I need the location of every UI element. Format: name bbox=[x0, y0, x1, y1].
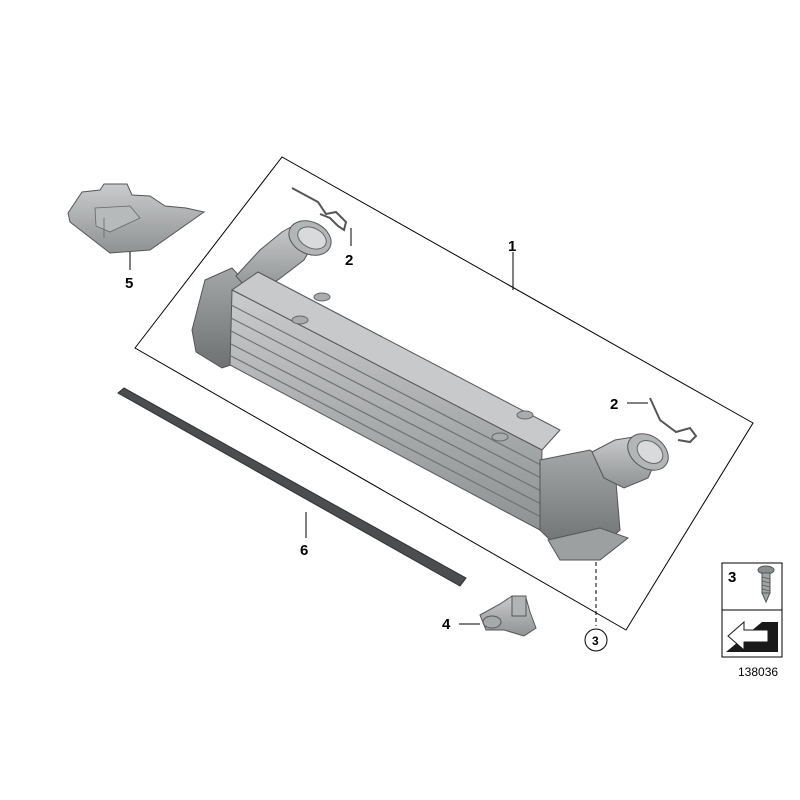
callout-2-top: 2 bbox=[345, 252, 353, 269]
legend-screw-number: 3 bbox=[728, 569, 736, 586]
screw-icon bbox=[757, 565, 775, 604]
cover-plate-part[interactable] bbox=[67, 183, 206, 254]
intercooler-part[interactable] bbox=[191, 214, 675, 561]
seal-strip-part[interactable] bbox=[117, 387, 467, 587]
callout-3-circle bbox=[584, 628, 608, 652]
callout-1: 1 bbox=[508, 238, 516, 255]
callout-2-right: 2 bbox=[610, 396, 618, 413]
callout-3: 3 bbox=[592, 634, 599, 648]
assembly-frame bbox=[134, 156, 754, 631]
callout-5: 5 bbox=[125, 275, 133, 292]
callout-4: 4 bbox=[442, 616, 451, 633]
legend-box: 3 bbox=[721, 562, 783, 658]
callout-6: 6 bbox=[300, 542, 308, 559]
clip-top-part[interactable] bbox=[291, 187, 348, 232]
bracket-part[interactable] bbox=[479, 595, 537, 637]
arrow-symbol-icon bbox=[726, 620, 778, 652]
reference-number: 138036 bbox=[738, 665, 778, 679]
clip-right-part[interactable] bbox=[649, 397, 698, 444]
